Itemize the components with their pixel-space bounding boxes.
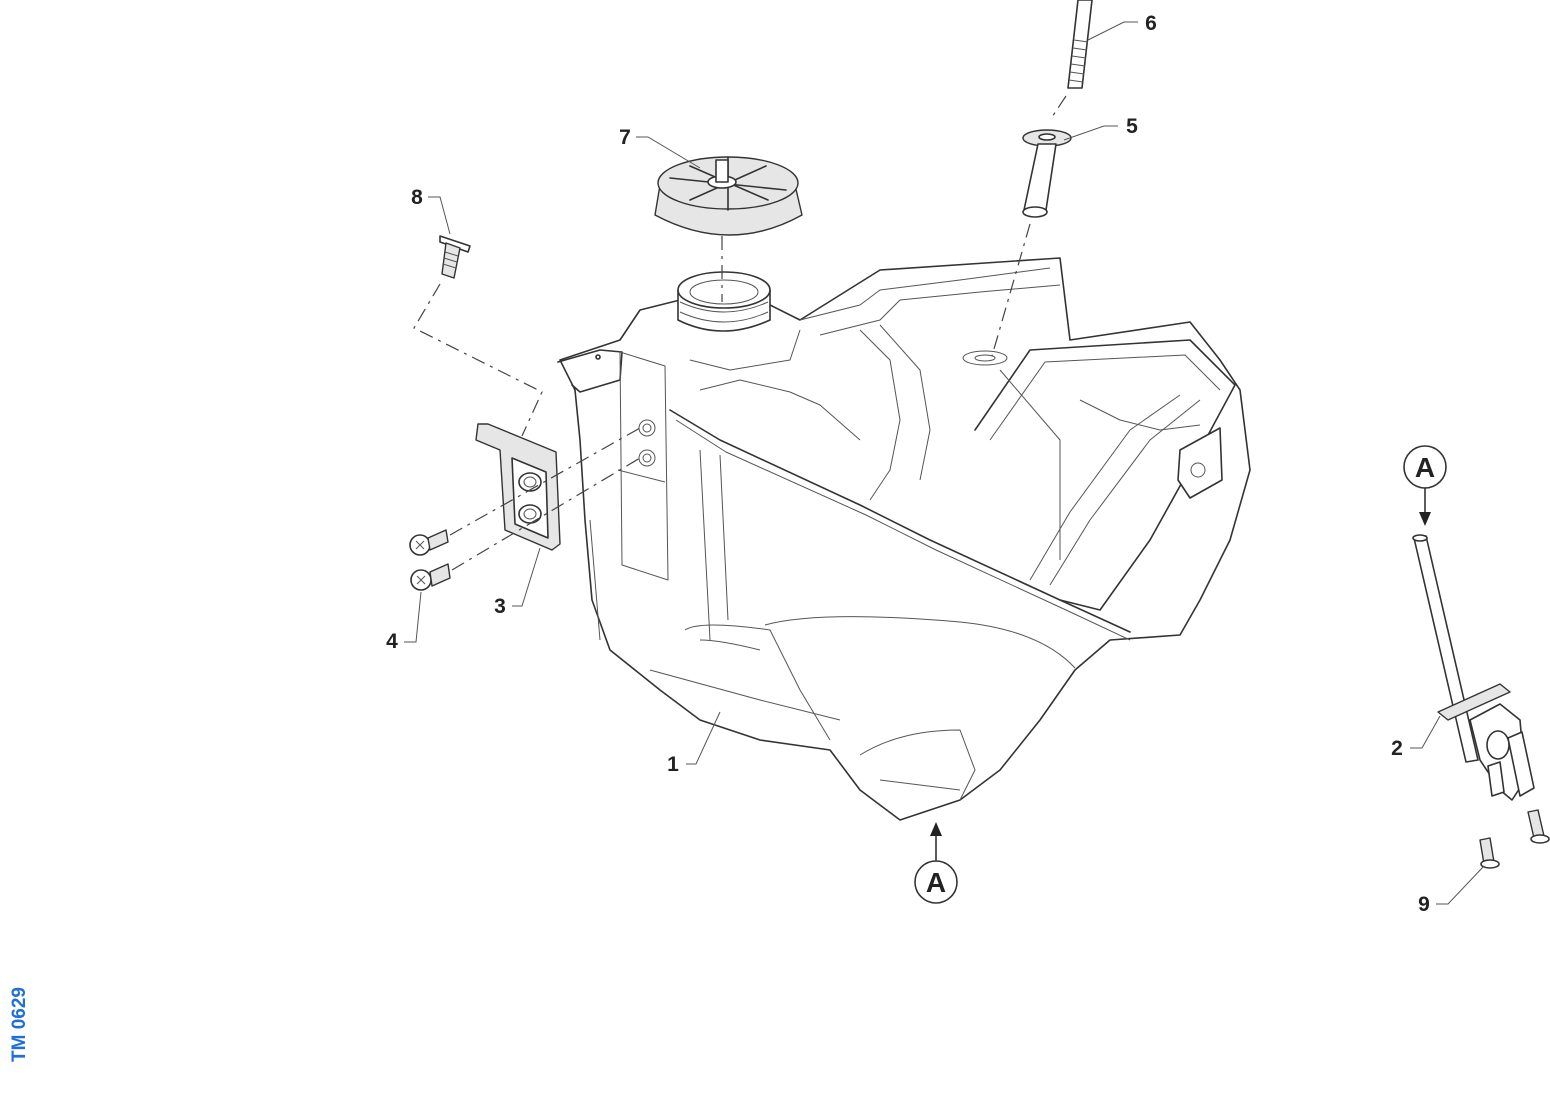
tap-screws (1479, 809, 1550, 869)
callout-1: 1 (667, 753, 679, 776)
fuel-cap (654, 156, 803, 236)
screw8-axis-line (413, 283, 543, 437)
fuel-tap-assembly (1412, 534, 1535, 801)
grommet-axis-line (991, 223, 1031, 357)
view-marker-bottom: A (914, 822, 958, 904)
callout-3: 3 (494, 595, 506, 618)
view-marker-detail: A (1403, 445, 1447, 526)
vent-bolt (1067, 0, 1093, 89)
rubber-grommet (1022, 129, 1072, 218)
document-code: TM 0629 (9, 987, 30, 1062)
bolt-axis-line (1049, 95, 1067, 121)
callout-leaders (404, 21, 1485, 905)
bracket-screw-top (439, 235, 471, 279)
callout-5: 5 (1126, 115, 1138, 138)
callout-7: 7 (619, 126, 631, 149)
view-marker-label: A (1415, 452, 1435, 483)
callout-8: 8 (411, 186, 423, 209)
screw4b-axis-line (451, 457, 641, 571)
view-marker-label: A (926, 867, 946, 898)
fuel-tank (557, 257, 1251, 821)
callout-9: 9 (1418, 893, 1430, 916)
callout-2: 2 (1391, 737, 1403, 760)
callout-4: 4 (386, 630, 398, 653)
bracket-screws (409, 529, 451, 591)
mounting-bracket (475, 423, 561, 551)
screw4a-axis-line (449, 427, 641, 536)
callout-6: 6 (1145, 12, 1157, 35)
